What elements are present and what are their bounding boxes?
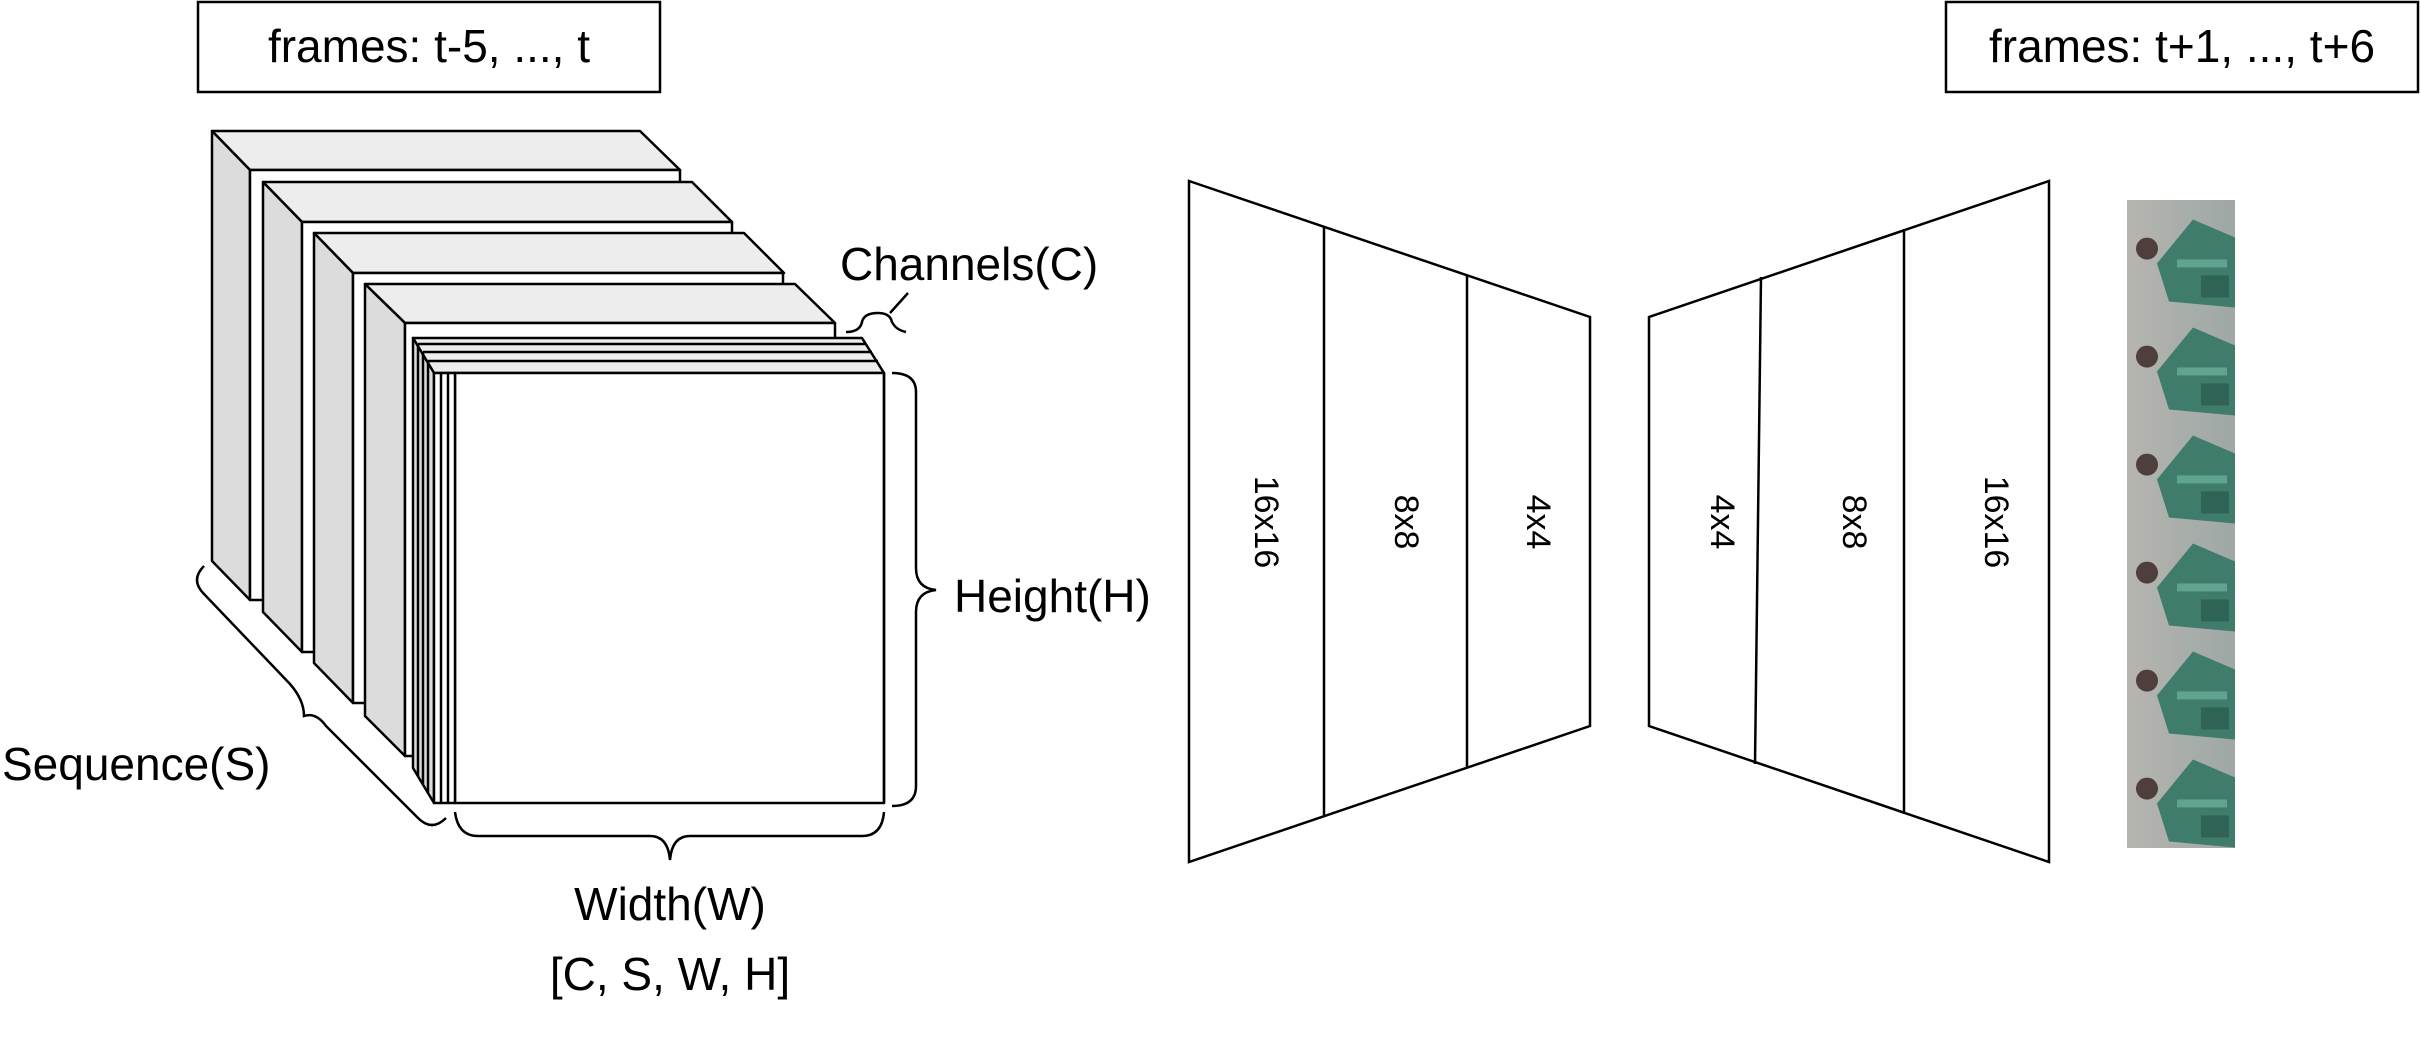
height-label: Height(H) <box>954 570 1151 622</box>
encoder-stage-1: 16x16 <box>1247 476 1285 569</box>
output-frame <box>2127 200 2235 308</box>
output-frames-strip <box>2127 200 2235 848</box>
output-frames-label: frames: t+1, ..., t+6 <box>1989 20 2375 72</box>
tensor-stack <box>210 129 886 805</box>
front-frame <box>453 371 886 805</box>
encoder-block: 16x16 8x8 4x4 <box>1187 179 1592 864</box>
output-frame <box>2127 308 2235 416</box>
output-frame <box>2127 416 2235 524</box>
encoder-stage-2: 8x8 <box>1387 495 1425 550</box>
output-frames-box <box>1944 0 2420 94</box>
channels-label: Channels(C) <box>840 238 1098 290</box>
decoder-stage-3: 16x16 <box>1977 476 2015 569</box>
input-frames-label: frames: t-5, ..., t <box>268 20 590 72</box>
channels-brace <box>845 292 909 334</box>
sequence-brace <box>195 565 447 827</box>
shape-label: [C, S, W, H] <box>550 948 790 1000</box>
decoder-block: 4x4 8x8 16x16 <box>1647 179 2051 864</box>
sequence-label: Sequence(S) <box>2 738 271 790</box>
output-frame <box>2127 740 2235 848</box>
height-brace <box>891 371 937 808</box>
decoder-stage-1: 4x4 <box>1703 495 1741 550</box>
frame-block-5 <box>411 336 886 805</box>
width-label: Width(W) <box>574 878 766 930</box>
output-frame <box>2127 632 2235 740</box>
width-brace <box>453 811 886 861</box>
input-frames-box <box>196 0 662 94</box>
output-frame <box>2127 524 2235 632</box>
encoder-stage-3: 4x4 <box>1519 495 1557 550</box>
decoder-stage-2: 8x8 <box>1835 495 1873 550</box>
